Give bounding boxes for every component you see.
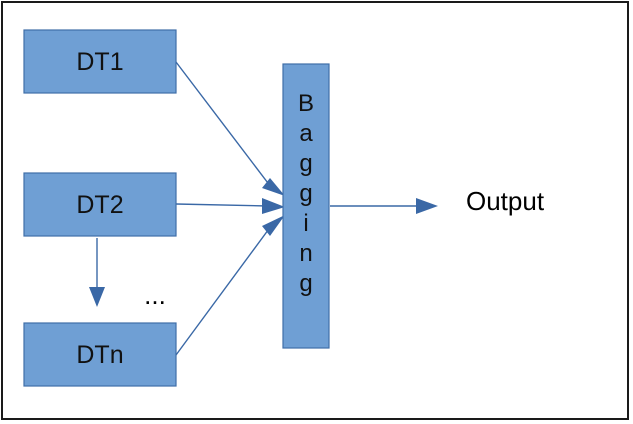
node-dtn: DTn bbox=[23, 322, 177, 387]
bagging-letter: B bbox=[298, 90, 314, 117]
arrowhead-dt1 bbox=[262, 178, 285, 196]
node-dt2-box bbox=[23, 172, 177, 237]
node-bagging-box bbox=[282, 63, 330, 349]
node-dt1-box bbox=[23, 29, 177, 94]
bagging-letter: g bbox=[299, 270, 312, 297]
arrowhead-output bbox=[416, 198, 438, 214]
bagging-letter: i bbox=[303, 210, 308, 237]
bagging-letter: a bbox=[299, 120, 313, 147]
edge-dt2-to-bagging bbox=[175, 203, 269, 207]
arrowhead-ellipsis bbox=[89, 287, 105, 307]
bagging-letter: g bbox=[299, 180, 312, 207]
edge-dtn-to-bagging bbox=[175, 221, 275, 356]
node-dtn-label: DTn bbox=[76, 341, 123, 369]
output-label: Output bbox=[466, 186, 545, 216]
node-dt1: DT1 bbox=[23, 29, 177, 94]
node-dt1-label: DT1 bbox=[76, 48, 123, 76]
edge-dt1-to-bagging bbox=[175, 61, 275, 192]
node-dtn-box bbox=[23, 322, 177, 387]
ellipsis-label: ... bbox=[144, 280, 166, 310]
arrowhead-dt2 bbox=[262, 198, 285, 214]
bagging-letter: g bbox=[299, 150, 312, 177]
node-dt2-label: DT2 bbox=[76, 191, 123, 219]
arrowhead-dtn bbox=[262, 215, 285, 236]
bagging-letter: n bbox=[299, 240, 312, 267]
node-dt2: DT2 bbox=[23, 172, 177, 237]
